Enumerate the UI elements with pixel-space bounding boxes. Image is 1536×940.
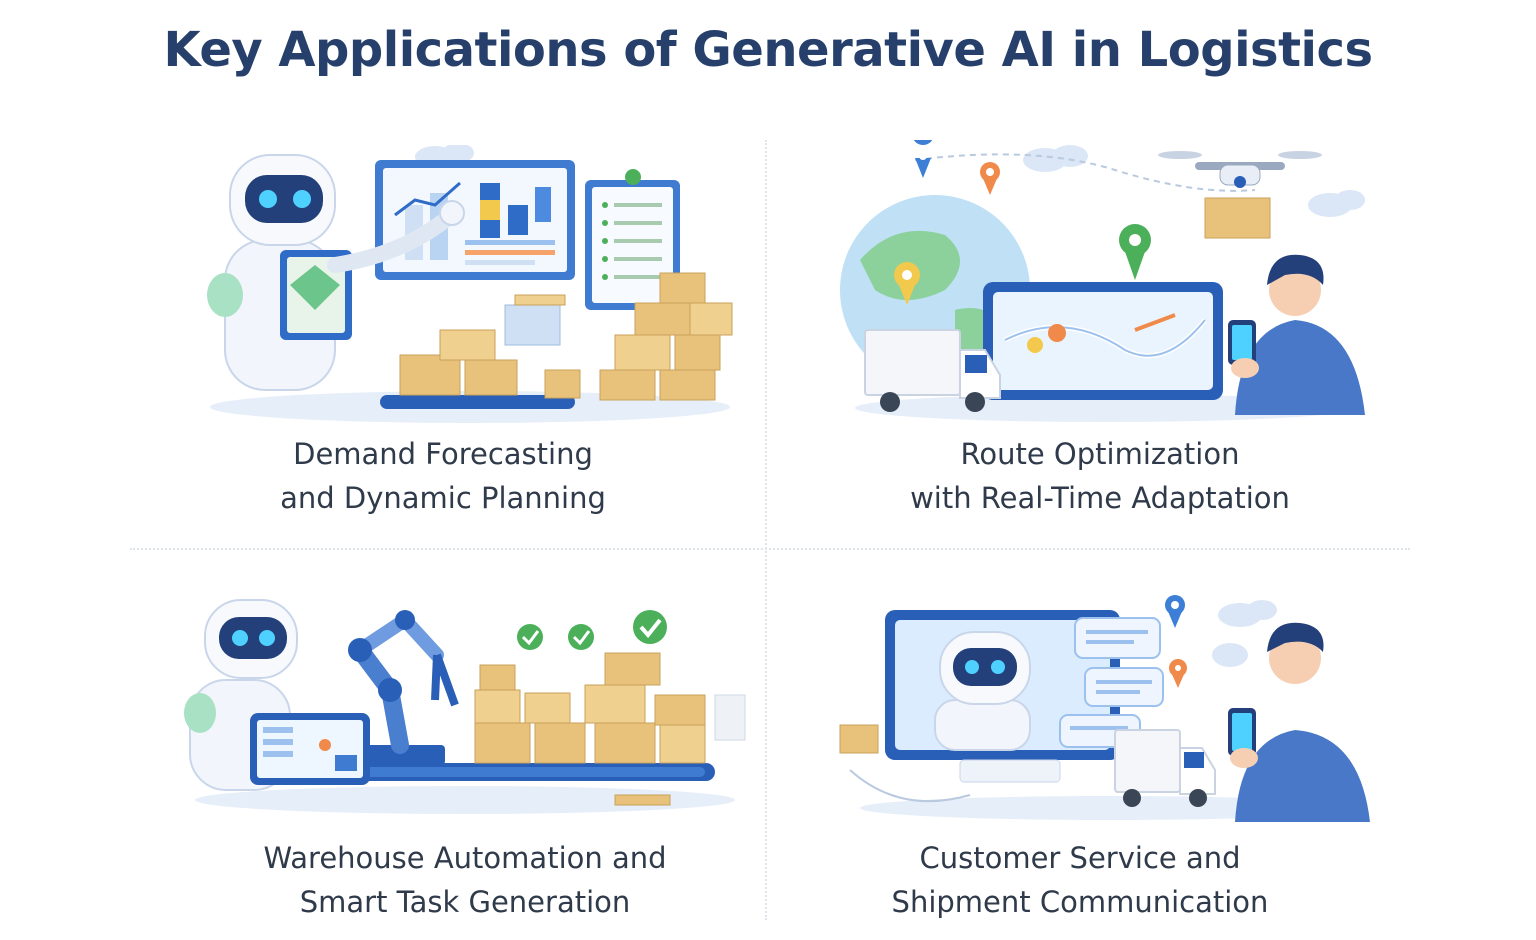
- person-with-phone-icon: [1228, 622, 1370, 822]
- caption-line-2: and Dynamic Planning: [280, 481, 606, 515]
- cloud-icon: [1023, 145, 1365, 217]
- robot-icon: [934, 631, 1031, 751]
- horizontal-divider: [130, 548, 1410, 550]
- route-optimization-illustration: [840, 140, 1365, 422]
- caption-line-2: with Real-Time Adaptation: [910, 481, 1290, 515]
- robotic-arm-icon: [348, 610, 459, 765]
- panel-caption: Warehouse Automation and Smart Task Gene…: [235, 836, 695, 924]
- check-icon: [568, 624, 594, 650]
- tablet-map-icon: [983, 282, 1223, 400]
- caption-line-1: Customer Service and: [919, 841, 1241, 875]
- page-title: Key Applications of Generative AI in Log…: [163, 22, 1373, 78]
- robot-icon: [207, 154, 465, 391]
- delivery-truck-icon: [1114, 729, 1216, 807]
- boxes-icon: [474, 652, 746, 806]
- chat-bubble-icon: [1084, 667, 1164, 707]
- caption-line-1: Route Optimization: [960, 437, 1240, 471]
- customer-service-illustration: [839, 595, 1370, 822]
- check-icon: [517, 624, 543, 650]
- map-pin-icon: [1119, 224, 1151, 280]
- map-pin-icon: [1165, 595, 1185, 628]
- drone-icon: [1158, 151, 1322, 239]
- map-pin-icon: [980, 162, 1000, 195]
- check-icon: [633, 610, 667, 644]
- boxes-icon: [380, 272, 733, 409]
- clipboard-checklist-icon: [585, 169, 680, 310]
- map-pin-icon: [913, 140, 933, 178]
- panel-caption: Demand Forecasting and Dynamic Planning: [243, 432, 643, 520]
- panel-caption: Route Optimization with Real-Time Adapta…: [890, 432, 1310, 520]
- chat-bubble-icon: [1074, 617, 1161, 659]
- caption-line-2: Shipment Communication: [891, 885, 1269, 919]
- warehouse-automation-illustration: [184, 599, 746, 814]
- box-icon: [839, 724, 879, 754]
- vertical-divider: [765, 140, 767, 920]
- person-with-phone-icon: [1228, 254, 1365, 415]
- tablet-icon: [250, 713, 370, 785]
- caption-line-2: Smart Task Generation: [299, 885, 631, 919]
- cloud-icon: [1212, 600, 1277, 667]
- caption-line-1: Demand Forecasting: [293, 437, 593, 471]
- chart-monitor-icon: [375, 160, 575, 280]
- map-pin-icon: [894, 262, 920, 305]
- caption-line-1: Warehouse Automation and: [263, 841, 667, 875]
- demand-forecasting-illustration: [207, 145, 733, 423]
- delivery-truck-icon: [864, 329, 1001, 412]
- map-pin-icon: [1169, 659, 1187, 688]
- panel-caption: Customer Service and Shipment Communicat…: [870, 836, 1290, 924]
